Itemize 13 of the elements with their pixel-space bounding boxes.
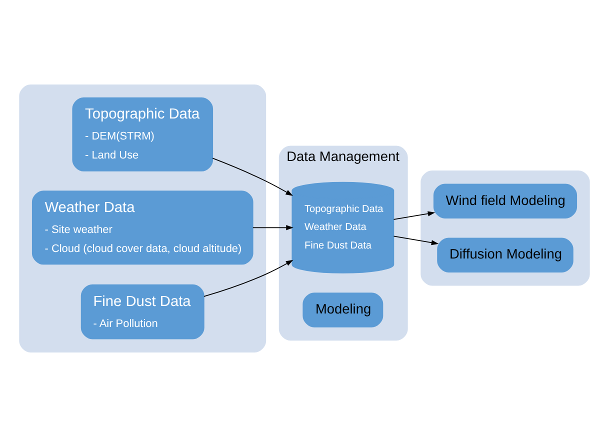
cluster	[19, 84, 266, 352]
arrow	[393, 211, 436, 220]
cluster	[420, 170, 590, 286]
node-box: Modeling	[302, 292, 384, 328]
node-box: Weather Data - Site weather - Cloud (cloud cover data, cloud altitude)	[32, 190, 254, 265]
arrow	[212, 158, 293, 196]
node-box: Wind field Modeling	[433, 184, 578, 218]
node-box: Topographic Data - DEM(STRM) - Land Use	[72, 97, 214, 172]
arrow	[203, 260, 294, 297]
node-box: Diffusion Modeling	[437, 238, 574, 272]
arrow	[393, 236, 439, 246]
arrow	[252, 225, 294, 230]
node-box: Fine Dust Data - Air Pollution	[80, 284, 204, 340]
